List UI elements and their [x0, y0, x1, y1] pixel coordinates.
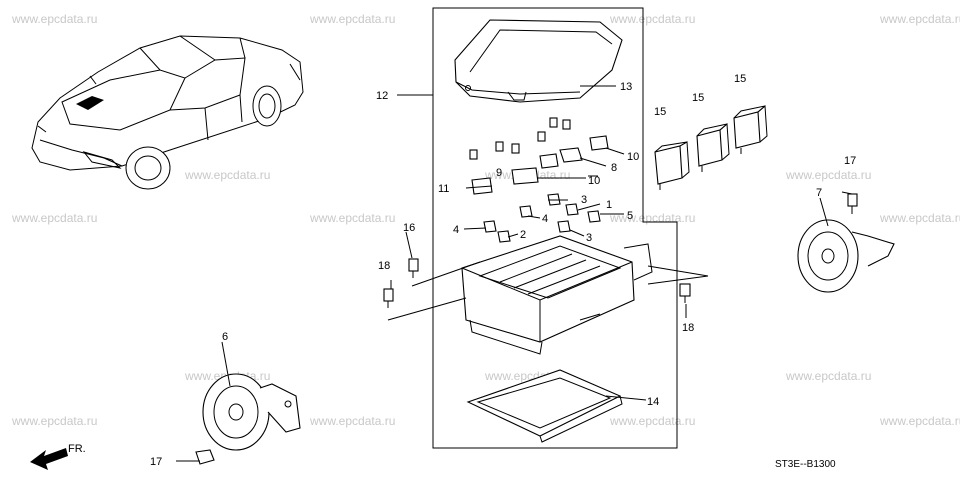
- watermark: www.epcdata.ru: [879, 12, 960, 26]
- watermark: www.epcdata.ru: [609, 414, 695, 428]
- callout-labels: 12 13 15 15 15 10 8 9 10 11 3 1 4 5 4 2 …: [150, 73, 856, 468]
- front-arrow-label: FR.: [68, 443, 86, 455]
- watermark-layer: www.epcdata.ru www.epcdata.ru www.epcdat…: [11, 12, 960, 428]
- callout-4: 4: [542, 213, 548, 225]
- watermark: www.epcdata.ru: [879, 414, 960, 428]
- callout-18: 18: [682, 322, 694, 334]
- relay-15-b: [696, 122, 730, 172]
- callout-9: 9: [496, 167, 502, 179]
- watermark: www.epcdata.ru: [785, 369, 871, 383]
- watermark: www.epcdata.ru: [609, 211, 695, 225]
- callout-3: 3: [586, 232, 592, 244]
- watermark: www.epcdata.ru: [309, 12, 395, 26]
- relay-15-c: [733, 104, 768, 154]
- watermark: www.epcdata.ru: [609, 12, 695, 26]
- bolt-17-lower: [190, 449, 215, 465]
- callout-7: 7: [816, 187, 822, 199]
- leader-lines: [176, 85, 853, 462]
- fuse-box-body: [461, 235, 653, 355]
- watermark: www.epcdata.ru: [309, 211, 395, 225]
- horn-part-6: [202, 373, 301, 451]
- callout-16: 16: [403, 222, 415, 234]
- callout-15: 15: [654, 106, 666, 118]
- watermark: www.epcdata.ru: [879, 211, 960, 225]
- callout-4: 4: [453, 224, 459, 236]
- callout-12: 12: [376, 90, 388, 102]
- cover-part-13: [454, 19, 623, 103]
- bolt-16: [408, 258, 419, 278]
- bolt-18-left: [383, 288, 394, 308]
- relay-15-a: [654, 141, 690, 190]
- diagram-code: ST3E--B1300: [775, 459, 836, 470]
- callout-14: 14: [647, 396, 659, 408]
- bolt-18-right: [679, 283, 691, 303]
- assembly-outline: [397, 7, 678, 449]
- watermark: www.epcdata.ru: [11, 414, 97, 428]
- horn-part-7: [797, 219, 895, 293]
- watermark: www.epcdata.ru: [11, 12, 97, 26]
- callout-10: 10: [588, 175, 600, 187]
- watermark: www.epcdata.ru: [184, 168, 270, 182]
- callout-17: 17: [150, 456, 162, 468]
- watermark: www.epcdata.ru: [785, 168, 871, 182]
- watermark: www.epcdata.ru: [11, 211, 97, 225]
- lower-cover-part-14: [466, 369, 623, 443]
- car-illustration: [31, 35, 304, 190]
- bolt-17-upper: [847, 193, 858, 214]
- callout-15: 15: [734, 73, 746, 85]
- callout-1: 1: [606, 199, 612, 211]
- front-direction-arrow: FR.: [30, 443, 86, 470]
- callout-2: 2: [520, 229, 526, 241]
- callout-8: 8: [611, 162, 617, 174]
- callout-13: 13: [620, 81, 632, 93]
- callout-6: 6: [222, 331, 228, 343]
- callout-17: 17: [844, 155, 856, 167]
- callout-10: 10: [627, 151, 639, 163]
- watermark: www.epcdata.ru: [309, 414, 395, 428]
- mini-fuse-cluster: [469, 117, 609, 243]
- callout-15: 15: [692, 92, 704, 104]
- car-fuse-box-marker: [76, 75, 104, 110]
- callout-3: 3: [581, 194, 587, 206]
- callout-5: 5: [627, 210, 633, 222]
- callout-18: 18: [378, 260, 390, 272]
- callout-11: 11: [438, 183, 449, 195]
